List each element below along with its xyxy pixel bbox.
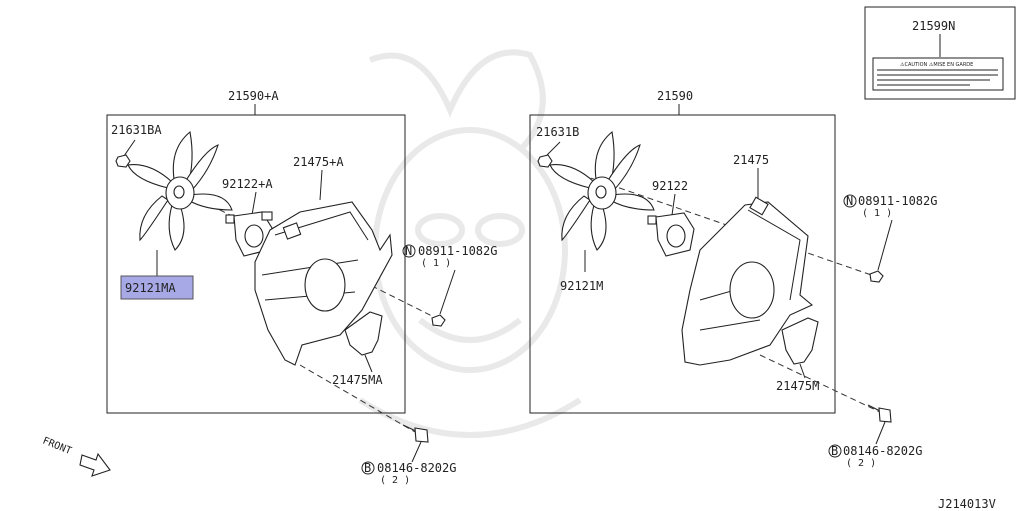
left-bolt	[402, 424, 429, 443]
left-bolt-qty: ( 2 )	[380, 475, 410, 486]
left-nut-label: 21631BA	[111, 123, 162, 137]
diagram-code: J214013V	[938, 497, 996, 511]
front-label: FRONT	[41, 436, 73, 457]
left-assembly: 21590+A 21631BA 92121MA 92122+A	[106, 89, 497, 486]
right-bolt-qty: ( 2 )	[846, 458, 876, 469]
left-hex-nut	[431, 314, 446, 327]
left-nut-bolt-qty: ( 1 )	[421, 258, 451, 269]
right-nut-bolt-part: 08911-1082G	[858, 194, 937, 208]
right-fan-motor	[647, 212, 695, 257]
right-bolt-part: 08146-8202G	[843, 444, 922, 458]
right-assembly: 21590 21631B 92121M 92122 21475	[529, 89, 937, 469]
right-nut-bolt-circle: N	[846, 194, 853, 208]
right-bracket	[781, 317, 819, 365]
right-hex-nut	[869, 270, 884, 283]
label-part-number: 21599N	[912, 19, 955, 33]
left-nut-bolt-part: 08911-1082G	[418, 244, 497, 258]
right-nut	[537, 154, 553, 168]
left-motor-label: 92122+A	[222, 177, 273, 191]
left-bolt-part: 08146-8202G	[377, 461, 456, 475]
left-nut	[115, 154, 131, 168]
left-assembly-frame	[106, 114, 406, 414]
right-assembly-title: 21590	[657, 89, 693, 103]
left-fan-blade-label: 92121MA	[125, 281, 176, 295]
left-fan-blade-highlight	[120, 275, 194, 300]
front-arrow-icon	[79, 452, 111, 477]
right-nut-bolt-qty: ( 1 )	[862, 208, 892, 219]
front-indicator: FRONT	[41, 436, 111, 477]
left-nut-bolt-circle: N	[405, 244, 412, 258]
left-assembly-title: 21590+A	[228, 89, 279, 103]
right-shroud-label: 21475	[733, 153, 769, 167]
left-bracket	[344, 311, 383, 356]
right-bracket-label: 21475M	[776, 379, 819, 393]
right-bolt	[867, 404, 892, 423]
right-fan-blade-label: 92121M	[560, 279, 603, 293]
caution-text: ⚠CAUTION ⚠MISE EN GARDE	[900, 62, 973, 68]
left-bolt-circle: B	[364, 461, 371, 475]
left-shroud-label: 21475+A	[293, 155, 344, 169]
left-fan-blade	[127, 130, 233, 251]
right-assembly-frame	[529, 114, 836, 414]
right-fan-blade	[549, 130, 655, 251]
right-motor-label: 92122	[652, 179, 688, 193]
left-bracket-label: 21475MA	[332, 373, 383, 387]
right-nut-label: 21631B	[536, 125, 579, 139]
right-fan-shroud	[681, 196, 814, 366]
right-bolt-circle: B	[831, 444, 838, 458]
caution-label-box: 21599N ⚠CAUTION ⚠MISE EN GARDE	[864, 6, 1016, 100]
left-fan-shroud	[254, 201, 393, 366]
